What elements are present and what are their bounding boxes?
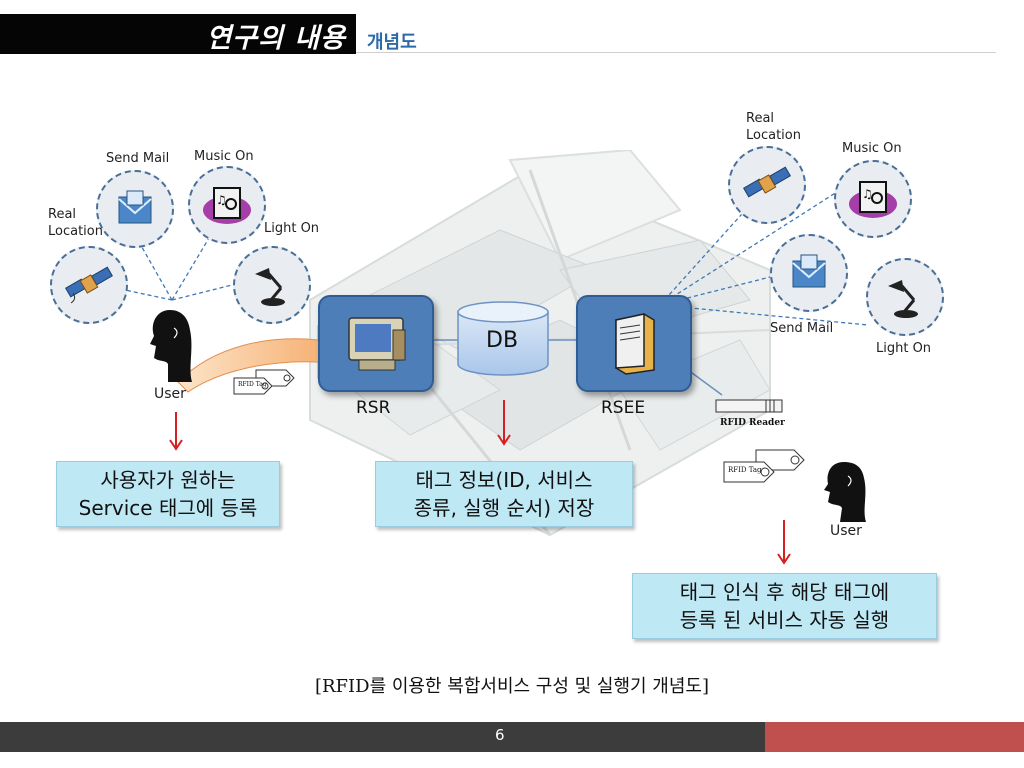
rsr-label: RSR [356,398,391,418]
send-mail-circle [96,170,174,248]
music-speaker-icon: ♫ [849,181,897,218]
store-line-1: 태그 정보(ID, 서비스 [415,468,593,492]
server-tower-icon [615,312,655,375]
rfid-reader-label: RFID Reader [720,418,785,428]
right-music-on-label: Music On [842,141,902,156]
rfid-reader-icon: RFID Reader [715,399,785,428]
auto-execute-box: 태그 인식 후 해당 태그에 등록 된 서비스 자동 실행 [632,573,937,639]
mail-icon [118,190,152,224]
execute-line-2: 등록 된 서비스 자동 실행 [679,608,890,632]
right-user-label: User [830,523,862,539]
right-rfid-tag-text: RFID Tag [728,466,762,474]
rsee-node [576,295,692,392]
page-subtitle: 개념도 [367,32,417,53]
right-rfid-tags-icon: RFID Tag [723,449,805,483]
right-user-icon [824,462,866,522]
svg-text:♫: ♫ [216,193,227,207]
right-real-location-label: Real Location [746,111,801,143]
svg-text:♫: ♫ [862,187,873,201]
header-bar: 연구의 내용 [0,14,356,54]
page-number: 6 [495,726,505,744]
register-service-box: 사용자가 원하는 Service 태그에 등록 [56,461,280,527]
music-on-circle: ♫ [188,166,266,244]
page-title: 연구의 내용 [206,23,346,54]
store-info-box: 태그 정보(ID, 서비스 종류, 실행 순서) 저장 [375,461,633,527]
right-light-on-label: Light On [876,341,932,356]
register-line-2: Service 태그에 등록 [78,496,258,520]
left-send-mail-label: Send Mail [106,151,170,166]
database-cylinder [457,301,549,376]
left-real-location-label: Real Location [48,207,103,239]
light-on-circle [233,246,311,324]
footer-accent [765,722,1024,752]
left-user-icon [150,310,192,382]
satellite-icon [65,266,113,304]
figure-caption: [RFID를 이용한 복합서비스 구성 및 실행기 개념도] [314,676,710,697]
left-music-on-label: Music On [194,149,254,164]
desk-lamp-icon [888,280,918,318]
rsee-label: RSEE [601,398,646,418]
execute-line-1: 태그 인식 후 해당 태그에 [679,580,890,604]
rsr-node [318,295,434,392]
register-line-1: 사용자가 원하는 [100,468,236,492]
footer-bar [0,722,765,752]
header-divider [356,52,996,53]
desk-lamp-icon [255,268,285,306]
satellite-icon [743,166,791,198]
left-rfid-tags-icon: RFID Tag [233,369,295,395]
mail-icon [792,254,826,288]
right-real-location-circle [728,146,806,224]
left-rfid-tag-text: RFID Tag [238,381,267,388]
left-user-label: User [154,386,186,402]
right-light-on-circle [866,258,944,336]
store-line-2: 종류, 실행 순서) 저장 [413,496,595,520]
db-label: DB [486,328,519,353]
right-send-mail-label: Send Mail [770,321,834,336]
left-light-on-label: Light On [264,221,320,236]
right-send-mail-circle [770,234,848,312]
computer-monitor-icon [348,316,406,370]
music-speaker-icon: ♫ [203,187,251,224]
right-music-on-circle: ♫ [834,160,912,238]
real-location-circle [50,246,128,324]
